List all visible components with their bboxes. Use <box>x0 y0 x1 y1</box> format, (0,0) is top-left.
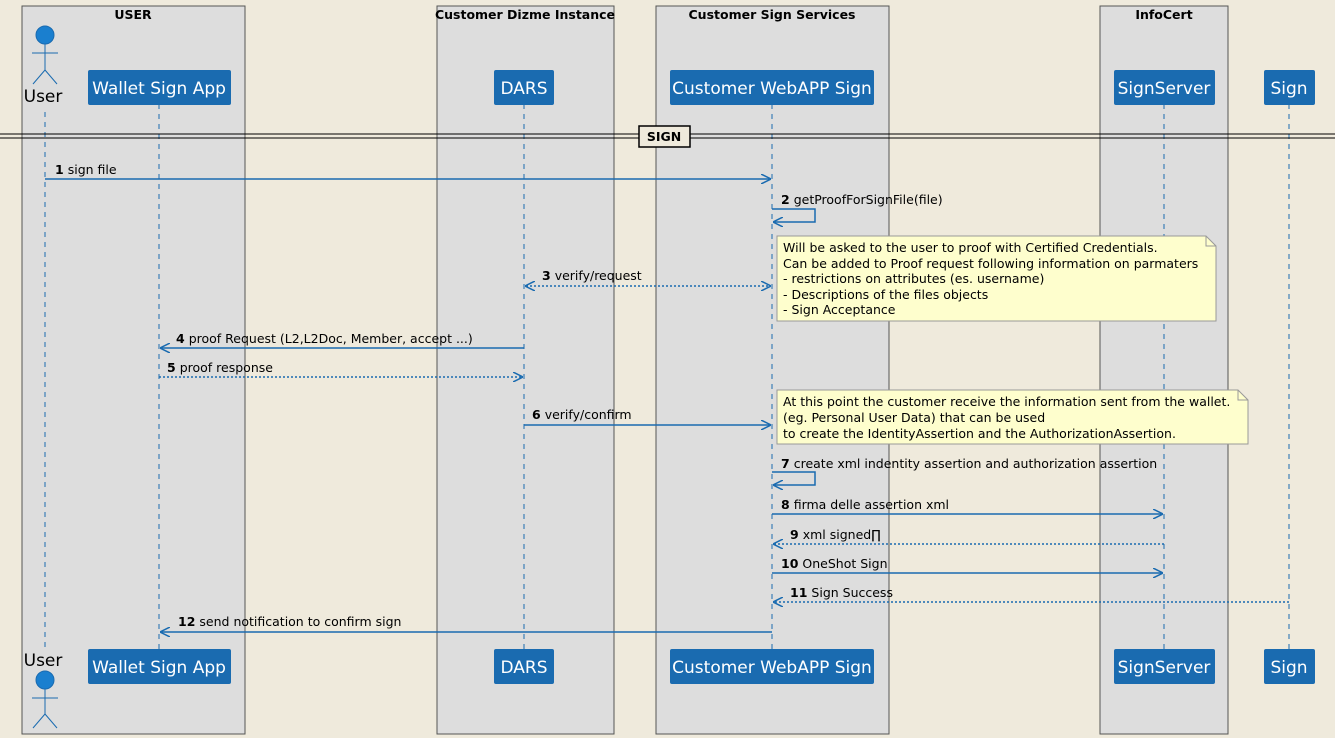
message-text: getProofForSignFile(file) <box>794 192 943 207</box>
group-title: Customer Sign Services <box>689 7 856 22</box>
note-line: to create the IdentityAssertion and the … <box>783 426 1176 441</box>
participant-label: SignServer <box>1118 658 1211 678</box>
participant-dars-bottom[interactable]: DARS <box>494 649 554 684</box>
participant-webapp-top[interactable]: Customer WebAPP Sign <box>670 70 874 105</box>
section-divider: SIGN <box>0 125 1335 148</box>
participant-label: Customer WebAPP Sign <box>672 79 872 99</box>
participant-signserver-bottom[interactable]: SignServer <box>1114 649 1215 684</box>
message-text: proof response <box>180 360 274 375</box>
note-line: - restrictions on attributes (es. userna… <box>783 271 1044 286</box>
participant-wallet-top[interactable]: Wallet Sign App <box>88 70 231 105</box>
participant-webapp-bottom[interactable]: Customer WebAPP Sign <box>670 649 874 684</box>
message-11: 11 Sign Success <box>774 585 1289 602</box>
participant-label: DARS <box>500 79 547 99</box>
participant-wallet-bottom[interactable]: Wallet Sign App <box>88 649 231 684</box>
participant-label: Wallet Sign App <box>92 658 226 678</box>
message-text: sign file <box>68 162 117 177</box>
message-9: 9 xml signed∏ <box>774 527 1164 544</box>
message-text: verify/request <box>555 268 642 283</box>
actor-label: User <box>24 651 63 671</box>
divider-label: SIGN <box>647 129 681 144</box>
group-customer-dizme-instance: Customer Dizme Instance <box>435 5 615 735</box>
participant-sign-top[interactable]: Sign <box>1264 70 1315 105</box>
message-4: 4 proof Request (L2,L2Doc, Member, accept… <box>161 331 524 348</box>
message-number: 12 <box>178 614 195 629</box>
participant-label: SignServer <box>1118 79 1211 99</box>
message-text: proof Request (L2,L2Doc, Member, accept … <box>189 331 473 346</box>
participant-sign-bottom[interactable]: Sign <box>1264 649 1315 684</box>
message-number: 10 <box>781 556 799 571</box>
participant-dars-top[interactable]: DARS <box>494 70 554 105</box>
group-title: USER <box>114 7 152 22</box>
participant-label: Sign <box>1270 658 1307 678</box>
message-number: 4 <box>176 331 185 346</box>
note-line: At this point the customer receive the i… <box>783 394 1230 409</box>
group-title: Customer Dizme Instance <box>435 7 615 22</box>
note-line: - Descriptions of the files objects <box>783 287 988 302</box>
message-number: 7 <box>781 456 790 471</box>
message-number: 2 <box>781 192 790 207</box>
message-number: 6 <box>532 407 541 422</box>
actor-user-top[interactable]: User <box>24 25 63 107</box>
lifelines <box>44 104 1290 652</box>
message-number: 8 <box>781 497 790 512</box>
note-customer-info: At this point the customer receive the i… <box>776 389 1249 445</box>
participant-label: Customer WebAPP Sign <box>672 658 872 678</box>
message-8: 8 firma delle assertion xml <box>772 497 1162 514</box>
note-line: - Sign Acceptance <box>783 302 896 317</box>
message-3: 3 verify/request <box>526 268 770 286</box>
actor-label: User <box>24 87 63 107</box>
actor-stick-figure-icon <box>32 670 58 729</box>
message-text: Sign Success <box>811 585 893 600</box>
note-line: Can be added to Proof request following … <box>783 256 1198 271</box>
message-7: 7 create xml indentity assertion and auth… <box>772 456 1157 485</box>
message-number: 1 <box>55 162 64 177</box>
message-text: verify/confirm <box>545 407 632 422</box>
participant-label: Sign <box>1270 79 1307 99</box>
message-text: send notification to confirm sign <box>199 614 401 629</box>
message-text: create xml indentity assertion and autho… <box>794 456 1157 471</box>
participant-signserver-top[interactable]: SignServer <box>1114 70 1215 105</box>
actor-user-bottom[interactable]: User <box>24 651 63 729</box>
participant-label: Wallet Sign App <box>92 79 226 99</box>
participant-label: DARS <box>500 658 547 678</box>
group-user: USER <box>21 5 246 735</box>
actor-stick-figure-icon <box>32 25 58 85</box>
note-line: (eg. Personal User Data) that can be use… <box>783 410 1045 425</box>
message-text: xml signed∏ <box>803 527 881 542</box>
message-text: OneShot Sign <box>802 556 887 571</box>
group-title: InfoCert <box>1135 7 1192 22</box>
message-number: 5 <box>167 360 176 375</box>
message-2: 2 getProofForSignFile(file) <box>772 192 943 222</box>
message-number: 11 <box>790 585 807 600</box>
message-text: firma delle assertion xml <box>794 497 949 512</box>
note-proof-request: Will be asked to the user to proof with … <box>776 235 1217 322</box>
message-number: 3 <box>542 268 551 283</box>
message-5: 5 proof response <box>159 360 522 377</box>
note-line: Will be asked to the user to proof with … <box>783 240 1158 255</box>
message-number: 9 <box>790 527 799 542</box>
message-12: 12 send notification to confirm sign <box>161 614 772 632</box>
message-6: 6 verify/confirm <box>524 407 770 425</box>
message-1: 1 sign file <box>45 162 770 179</box>
